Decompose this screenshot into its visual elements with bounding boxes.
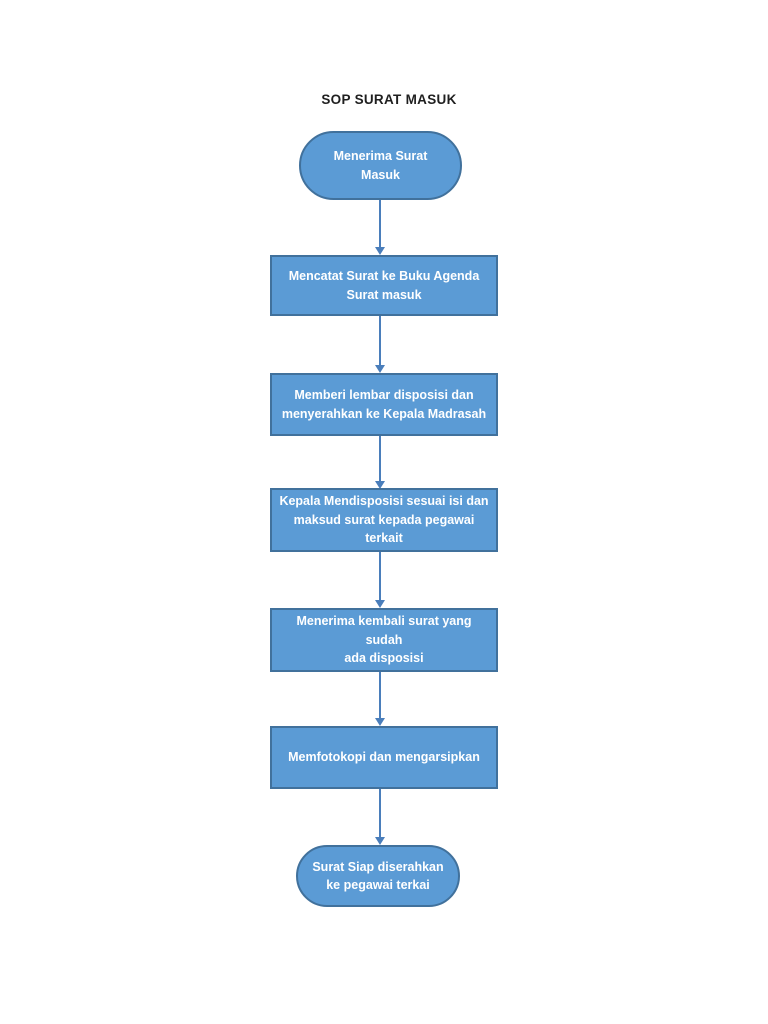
flow-node-label: Memfotokopi dan mengarsipkan <box>288 750 480 765</box>
flow-node-label: Kepala Mendisposisi sesuai isi dan maksu… <box>279 494 489 546</box>
flow-node-label: Menerima kembali surat yang sudah ada di… <box>296 614 472 666</box>
flow-connector <box>375 789 385 845</box>
flow-connector <box>375 200 385 255</box>
flow-node-step-2: Memberi lembar disposisi dan menyerahkan… <box>270 373 498 436</box>
arrow-down-icon <box>375 718 385 726</box>
arrow-down-icon <box>375 365 385 373</box>
flow-connector <box>375 672 385 726</box>
flow-node-step-5: Memfotokopi dan mengarsipkan <box>270 726 498 789</box>
flow-connector <box>375 436 385 489</box>
flow-node-label: Memberi lembar disposisi dan menyerahkan… <box>281 388 487 421</box>
flow-connector <box>375 552 385 608</box>
page-title: SOP SURAT MASUK <box>321 92 457 107</box>
flow-node-label: Mencatat Surat ke Buku Agenda Surat masu… <box>288 269 480 302</box>
flow-node-step-4: Menerima kembali surat yang sudah ada di… <box>270 608 498 672</box>
flow-node-start: Menerima Surat Masuk <box>299 131 462 200</box>
flow-connector <box>375 316 385 373</box>
arrow-down-icon <box>375 837 385 845</box>
arrow-down-icon <box>375 481 385 489</box>
flow-node-step-3: Kepala Mendisposisi sesuai isi dan maksu… <box>270 488 498 552</box>
flow-node-end: Surat Siap diserahkan ke pegawai terkai <box>296 845 460 907</box>
flow-node-step-1: Mencatat Surat ke Buku Agenda Surat masu… <box>270 255 498 316</box>
flow-node-label: Menerima Surat Masuk <box>333 149 428 182</box>
arrow-down-icon <box>375 600 385 608</box>
flow-node-label: Surat Siap diserahkan ke pegawai terkai <box>312 859 444 893</box>
arrow-down-icon <box>375 247 385 255</box>
